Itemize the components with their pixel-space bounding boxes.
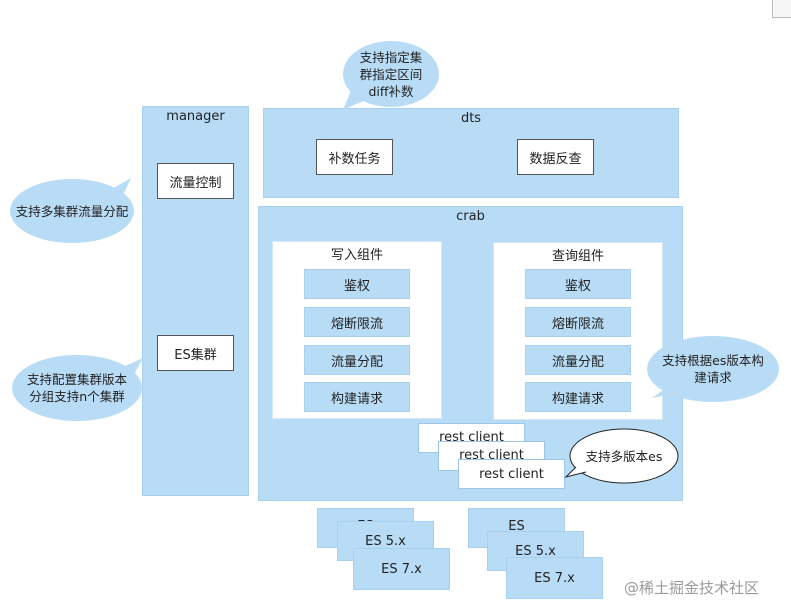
es-cluster-box: ES集群 [157,335,234,371]
query-build-request: 构建请求 [525,382,631,412]
es-left-3: ES 7.x [353,548,450,590]
flow-note-bubble: 支持多集群流量分配 [12,198,132,224]
query-circuit-breaker: 熔断限流 [525,307,631,337]
rest-client-3: rest client [458,459,565,489]
dts-note-line-1: 支持指定集 [359,49,423,65]
manager-title: manager [166,109,225,124]
flow-control-box: 流量控制 [157,163,234,199]
query-auth: 鉴权 [525,269,631,299]
watermark: @稀土掘金技术社区 [624,579,760,597]
write-auth: 鉴权 [304,269,410,299]
write-component-title: 写入组件 [330,248,383,263]
write-build-request: 构建请求 [304,382,410,412]
data-check-box: 数据反查 [517,139,594,175]
group-note-line-1: 支持配置集群版本 [26,372,127,387]
write-flow-allocation: 流量分配 [304,345,410,375]
build-note-line-2: 建请求 [694,370,732,385]
crab-title: crab [456,209,485,224]
dts-note-bubble: 支持指定集 群指定区间 diff补数 [343,48,439,100]
es-right-3: ES 7.x [506,557,603,599]
multi-version-bubble: 支持多版本es [572,444,676,468]
query-component-title: 查询组件 [551,249,604,264]
build-note-line-1: 支持根据es版本构 [662,353,764,368]
group-note-bubble: 支持配置集群版本 分组支持n个集群 [14,370,140,406]
window-corner [772,0,791,18]
query-flow-allocation: 流量分配 [525,345,631,375]
flow-note-line-1: 支持多集群流量分配 [15,203,129,219]
multi-version-line-1: 支持多版本es [585,448,663,464]
compensation-task-box: 补数任务 [316,139,393,175]
dts-note-line-2: 群指定区间 [359,66,423,82]
write-circuit-breaker: 熔断限流 [304,307,410,337]
dts-note-line-3: diff补数 [368,83,414,99]
group-note-line-2: 分组支持n个集群 [29,389,125,404]
dts-title: dts [460,111,482,126]
build-note-bubble: 支持根据es版本构 建请求 [649,351,777,387]
